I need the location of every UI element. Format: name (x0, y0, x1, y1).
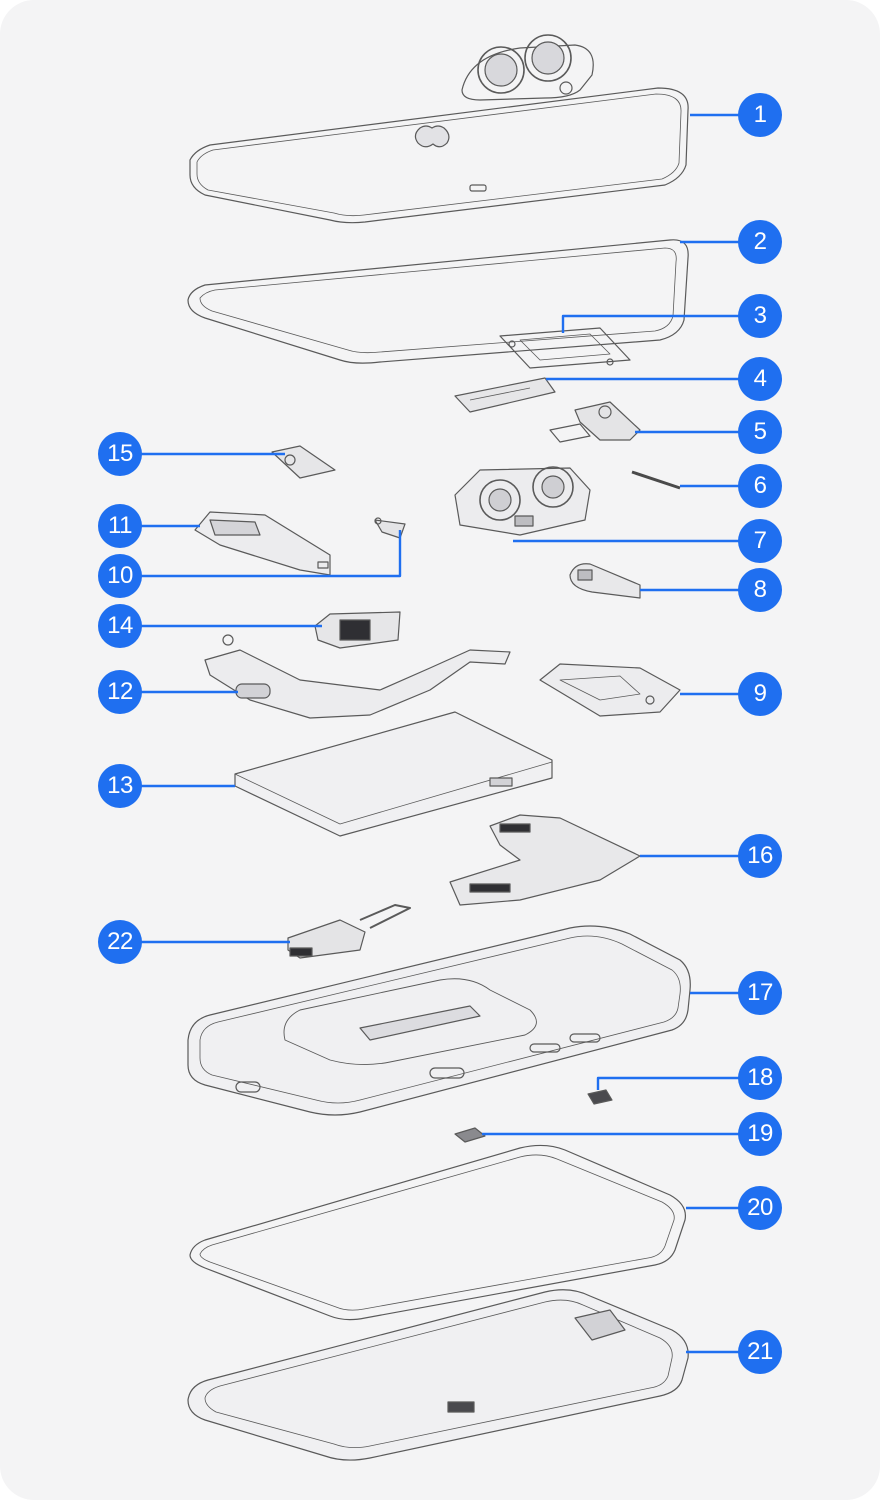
callout-10: 10 (98, 554, 142, 598)
callout-label-2: 2 (753, 228, 767, 255)
flex-module-part-5 (549, 401, 641, 443)
callout-3: 3 (738, 294, 782, 338)
callout-7: 7 (738, 519, 782, 563)
callout-label-9: 9 (753, 680, 767, 707)
callout-label-21: 21 (747, 1338, 773, 1365)
display-adhesive-part-20 (189, 1144, 687, 1321)
callout-8: 8 (738, 568, 782, 612)
flex-part-15 (271, 445, 336, 479)
callout-label-22: 22 (107, 928, 133, 955)
cable-part-6 (631, 470, 681, 490)
charging-flex-part-12 (204, 634, 511, 719)
callout-2: 2 (738, 220, 782, 264)
callout-label-14: 14 (107, 612, 133, 639)
shield-plate-part-4 (454, 377, 556, 413)
callout-17: 17 (738, 971, 782, 1015)
callout-label-15: 15 (107, 440, 133, 467)
callout-label-1: 1 (753, 101, 767, 128)
taptic-engine-part-22 (287, 904, 411, 959)
back-glass-part (189, 34, 689, 224)
callout-19: 19 (738, 1112, 782, 1156)
callout-label-5: 5 (753, 418, 767, 445)
callout-18: 18 (738, 1056, 782, 1100)
callout-label-18: 18 (747, 1064, 773, 1091)
callout-label-4: 4 (753, 365, 767, 392)
callout-13: 13 (98, 764, 142, 808)
leader-lines (120, 113, 760, 1354)
adhesive-frame-part (187, 239, 689, 364)
display-assembly-part-21 (187, 1289, 689, 1461)
callout-14: 14 (98, 604, 142, 648)
battery-part-13 (234, 711, 553, 837)
callout-label-19: 19 (747, 1120, 773, 1147)
callout-label-20: 20 (747, 1194, 773, 1221)
callout-label-16: 16 (747, 842, 773, 869)
chassis-part-17 (187, 925, 691, 1116)
callout-label-6: 6 (753, 472, 767, 499)
callout-label-17: 17 (747, 979, 773, 1006)
camera-module-part-7 (454, 466, 591, 536)
callout-label-13: 13 (107, 772, 133, 799)
callout-label-7: 7 (753, 527, 767, 554)
callout-1: 1 (738, 93, 782, 137)
callout-11: 11 (98, 504, 142, 548)
flex-part-10 (374, 517, 406, 539)
callout-5: 5 (738, 410, 782, 454)
speaker-part-9 (539, 663, 681, 717)
callout-label-11: 11 (108, 512, 132, 539)
callout-4: 4 (738, 357, 782, 401)
small-part-18 (587, 1089, 613, 1105)
callout-16: 16 (738, 834, 782, 878)
callout-20: 20 (738, 1186, 782, 1230)
callout-label-10: 10 (107, 562, 133, 589)
small-part-19 (454, 1127, 486, 1143)
callout-21: 21 (738, 1330, 782, 1374)
callout-label-12: 12 (107, 678, 133, 705)
leader-line-3 (561, 314, 760, 333)
bracket-part-3 (499, 327, 631, 369)
callout-label-3: 3 (753, 302, 767, 329)
callout-22: 22 (98, 920, 142, 964)
module-part-8 (569, 563, 641, 599)
front-module-part-14 (314, 611, 401, 649)
leader-line-18 (596, 1076, 760, 1090)
leader-line-10 (120, 530, 402, 578)
callout-12: 12 (98, 670, 142, 714)
loudspeaker-part-11 (194, 511, 331, 576)
callout-15: 15 (98, 432, 142, 476)
callout-9: 9 (738, 672, 782, 716)
callout-6: 6 (738, 464, 782, 508)
callout-label-8: 8 (753, 576, 767, 603)
logic-board-part-16 (449, 814, 641, 906)
